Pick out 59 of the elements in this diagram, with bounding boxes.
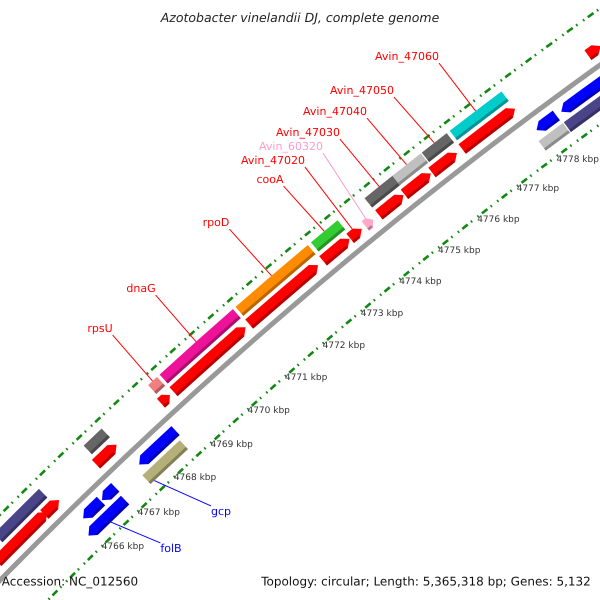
scale-label: 4767 kbp: [138, 508, 180, 518]
gene-label: Avin_47040: [303, 106, 367, 118]
leader-line: [322, 152, 366, 219]
leader-line: [304, 166, 353, 230]
cds-segment: [102, 483, 120, 500]
cds-segment: [400, 173, 431, 199]
cds-segment: [536, 110, 560, 131]
title: Azotobacter vinelandii DJ, complete genome: [160, 11, 440, 25]
cds-segment: [428, 152, 457, 178]
cds-segment: [0, 512, 47, 566]
cds-segment: [584, 45, 600, 60]
scale-label: 4774 kbp: [399, 278, 442, 288]
leader-line: [110, 522, 161, 544]
cds-segment: [346, 228, 362, 243]
scale-label: 4772 kbp: [322, 342, 366, 352]
cds-segment: [92, 444, 117, 469]
scale-label: 4776 kbp: [477, 216, 520, 226]
gene-label: gcp: [211, 506, 231, 518]
leader-line: [154, 480, 212, 506]
cds-segment: [156, 394, 170, 408]
cds-segment: [375, 194, 404, 220]
scale-label: 4778 kbp: [556, 156, 599, 166]
gene-label: Avin_47060: [375, 50, 439, 64]
leader-line: [112, 334, 154, 382]
leader-line: [155, 294, 197, 342]
cds-segment: [319, 238, 350, 266]
accession-text: Accession: NC_012560: [2, 575, 138, 589]
scale-label: 4768 kbp: [174, 474, 216, 484]
gene-label: Avin_47030: [276, 126, 340, 140]
scale-label: 4766 kbp: [102, 543, 144, 554]
gene-bar: [148, 376, 166, 394]
cds-segment: [245, 265, 318, 329]
scale-label: 4777 kbp: [516, 186, 560, 196]
gene-label: cooA: [256, 174, 284, 186]
gene-bar: [538, 123, 570, 151]
leader-line: [366, 118, 408, 166]
leader-line: [339, 138, 380, 187]
leader-line: [438, 62, 476, 112]
cds-segment: [40, 500, 59, 519]
cds-segment: [458, 108, 516, 154]
cds-segment: [362, 218, 374, 231]
gene-label: Avin_60320: [259, 140, 323, 154]
gene-label: rpoD: [202, 216, 230, 230]
scale-label: 4775 kbp: [438, 246, 480, 257]
cds-segment: [88, 496, 130, 536]
gene-label: rpsU: [87, 322, 113, 336]
gene-label: folB: [160, 542, 182, 556]
scale-label: 4769 kbp: [210, 440, 253, 450]
scale-label: 4771 kbp: [284, 374, 328, 384]
cds-segment: [170, 327, 246, 396]
scale-label: 4773 kbp: [360, 310, 404, 320]
gene-label: dnaG: [126, 282, 156, 296]
gene-label: Avin_47020: [241, 154, 305, 168]
scale-label: 4770 kbp: [247, 407, 290, 418]
genome-info-text: Topology: circular; Length: 5,365,318 bp; Genes: 5,132: [261, 575, 591, 589]
leader-line: [393, 96, 435, 144]
leader-line: [283, 186, 325, 232]
leader-line: [228, 228, 272, 276]
gene-label: Avin_47050: [330, 84, 394, 98]
